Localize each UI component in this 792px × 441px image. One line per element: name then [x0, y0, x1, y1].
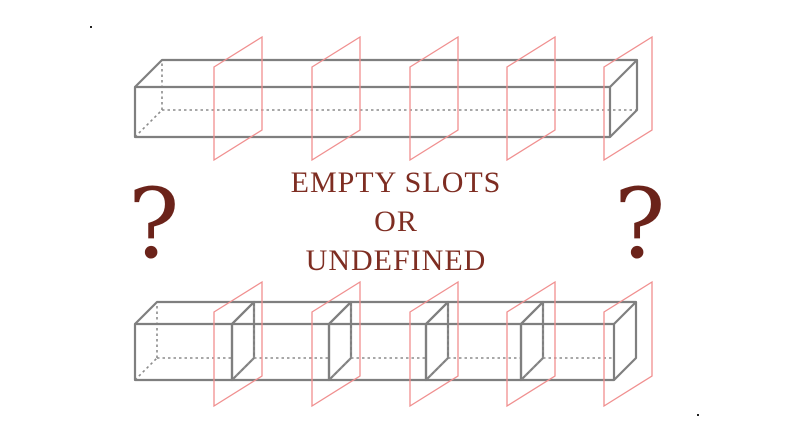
bottom-slot-plane-1 — [213, 280, 263, 408]
top-slot-plane-3 — [409, 35, 459, 162]
top-slot-plane-2 — [311, 35, 361, 162]
speck-bottom-right — [697, 414, 699, 416]
question-mark-right: ? — [614, 168, 666, 280]
question-mark-left: ? — [128, 168, 180, 280]
speck-top-left — [90, 26, 92, 28]
bottom-segment-4 — [424, 300, 545, 382]
caption-line-or: OR — [374, 205, 418, 238]
bottom-segment-3 — [327, 300, 450, 382]
top-slot-plane-5 — [603, 35, 653, 162]
bottom-slot-plane-3 — [409, 280, 459, 408]
bottom-slot-plane-5 — [603, 280, 653, 408]
bottom-segment-1 — [133, 300, 256, 382]
caption-line-empty-slots: EMPTY SLOTS — [290, 166, 502, 199]
top-slot-plane-4 — [506, 35, 556, 162]
bottom-segmented-boxes — [133, 300, 638, 382]
bottom-slot-planes — [213, 280, 653, 408]
top-continuous-box — [133, 58, 639, 139]
top-slot-planes — [213, 35, 653, 162]
bottom-slot-plane-4 — [506, 280, 556, 408]
bottom-segment-5 — [519, 300, 638, 382]
bottom-segment-2 — [230, 300, 353, 382]
caption-line-undefined: UNDEFINED — [305, 244, 487, 277]
bottom-slot-plane-2 — [311, 280, 361, 408]
top-slot-plane-1 — [213, 35, 263, 162]
